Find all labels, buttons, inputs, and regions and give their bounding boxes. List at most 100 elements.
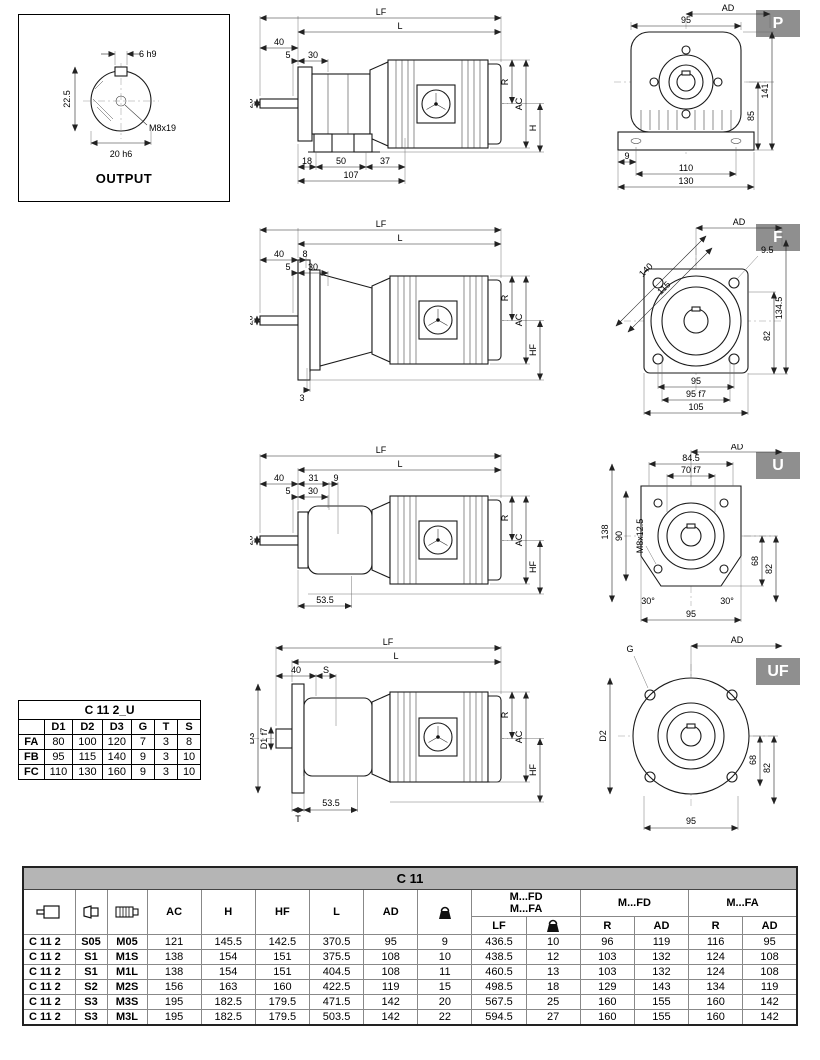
table-cell: 182.5 (200, 1009, 256, 1026)
p-front-dimlines (617, 11, 775, 190)
table-cell: 95 (363, 934, 419, 950)
table-cell: 160 (254, 979, 310, 995)
dim-f-r: R (500, 294, 510, 301)
col-header-s: S (176, 719, 202, 735)
dim-ufr-138: 138 (600, 524, 610, 539)
weight-icon (417, 889, 473, 935)
dim-ff-134-5: 134.5 (774, 297, 784, 320)
drawing-f-front: AD 9.5 140 115 134.5 82 95 95 f7 105 (596, 216, 796, 436)
table-cell: 498.5 (471, 979, 527, 995)
dim-f-8: 8 (302, 249, 307, 259)
dim-uf-s: S (323, 665, 329, 675)
col-header-lf: LF (471, 916, 527, 935)
small-table-title: C 11 2_U (17, 700, 202, 720)
table-cell: 134 (688, 979, 744, 995)
table-cell: C 11 2 (22, 934, 76, 950)
table-cell: 9 (130, 764, 155, 780)
col-header-t: T (153, 719, 178, 735)
col-header-g: G (130, 719, 155, 735)
gearbox-icon (22, 889, 76, 935)
motor-icon (106, 889, 148, 935)
dim-uf-r: R (500, 711, 510, 718)
table-cell: 142 (363, 1009, 419, 1026)
table-cell: 370.5 (308, 934, 365, 950)
dim-uff-82: 82 (762, 763, 772, 773)
table-cell: 154 (200, 964, 256, 980)
dim-uf-d3: D3 (250, 733, 256, 745)
table-cell: M1L (106, 964, 148, 980)
table-cell: 108 (742, 964, 798, 980)
table-cell: 119 (742, 979, 798, 995)
dim-ff-95: 95 (691, 376, 701, 386)
dim-ff-9-5: 9.5 (761, 245, 774, 255)
dim-u-30: 30 (308, 486, 318, 496)
table-cell: 156 (146, 979, 202, 995)
table-cell: C 11 2 (22, 964, 76, 980)
table-cell: 375.5 (308, 949, 365, 965)
col-header-ad-fd: AD (633, 916, 690, 935)
big-table-group-row: AC H HF L AD M...FD M...FA M...FD M...FA (22, 889, 798, 935)
table-cell: 11 (417, 964, 473, 980)
table-cell: 10 (525, 934, 581, 950)
table-cell: 100 (72, 734, 103, 750)
table-cell: 179.5 (254, 994, 310, 1010)
dim-pf-85: 85 (746, 111, 756, 121)
small-table-title-row: C 11 2_U (17, 700, 202, 720)
dim-u-40: 40 (274, 473, 284, 483)
dim-key-height: 22.5 (62, 90, 72, 108)
table-cell: 3 (153, 734, 178, 750)
table-cell: 160 (688, 1009, 744, 1026)
dim-uff-ad: AD (731, 636, 744, 645)
dim-shaft-diameter: 20 h6 (110, 149, 133, 159)
drawing-uf-front: G AD D2 68 82 95 (596, 635, 796, 846)
big-table-title: C 11 (22, 866, 798, 890)
output-shaft-shape (72, 51, 159, 146)
dim-p-37: 37 (380, 156, 390, 166)
col-header-d2: D2 (72, 719, 103, 735)
table-cell: 151 (254, 964, 310, 980)
dim-u-l: L (397, 459, 402, 469)
table-cell: 10 (176, 764, 202, 780)
table-cell: 13 (525, 964, 581, 980)
table-cell: FC (18, 764, 45, 780)
dim-uff-d2: D2 (598, 730, 608, 742)
table-cell: 3 (153, 764, 178, 780)
dim-uf-l: L (393, 651, 398, 661)
dim-ufr-84-5: 84.5 (682, 453, 700, 463)
table-cell: 119 (633, 934, 690, 950)
dim-pf-9: 9 (624, 151, 629, 161)
table-cell: 8 (176, 734, 202, 750)
col-header-d1: D1 (43, 719, 74, 735)
table-cell: C 11 2 (22, 994, 76, 1010)
table-cell: 18 (525, 979, 581, 995)
table-cell: C 11 2 (22, 979, 76, 995)
dim-u-5: 5 (285, 486, 290, 496)
table-cell: 15 (417, 979, 473, 995)
dim-f-l: L (397, 233, 402, 243)
table-cell: 160 (579, 994, 635, 1010)
dim-ufr-82: 82 (764, 564, 774, 574)
dim-ff-95f7: 95 f7 (686, 389, 706, 399)
table-cell: 160 (101, 764, 132, 780)
dim-pf-110: 110 (679, 163, 693, 173)
table-cell: FB (18, 749, 45, 765)
dim-u-53-5: 53.5 (316, 595, 334, 605)
table-cell: 108 (742, 949, 798, 965)
dim-u-31: 31 (308, 473, 318, 483)
table-cell: M3S (106, 994, 148, 1010)
table-cell: 132 (633, 949, 690, 965)
table-cell: 422.5 (308, 979, 365, 995)
table-cell: 116 (688, 934, 744, 950)
table-cell: 119 (363, 979, 419, 995)
dim-f-40: 40 (274, 249, 284, 259)
table-cell: 138 (146, 964, 202, 980)
dim-f-20: 20 (250, 315, 255, 325)
col-header-blank (18, 719, 45, 735)
